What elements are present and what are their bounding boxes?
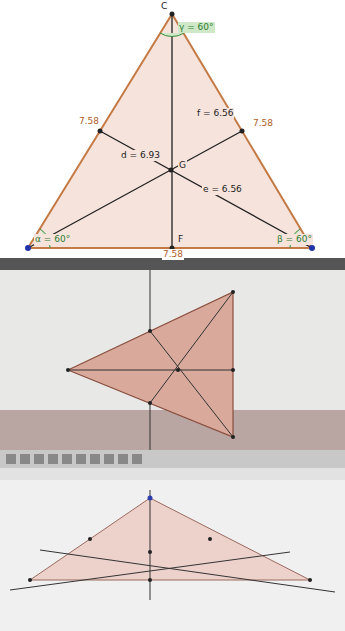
point-label: C	[160, 1, 168, 12]
length-label: e = 6.56	[202, 184, 243, 195]
length-label: f = 6.56	[196, 108, 234, 119]
angle-label: γ = 60°	[178, 22, 215, 33]
side-label: 7.58	[162, 249, 184, 260]
angle-label: β = 60°	[276, 234, 313, 245]
angle-label: α = 60°	[34, 234, 71, 245]
side-label: 7.58	[252, 118, 274, 129]
point-label: F	[177, 234, 184, 245]
point-label: G	[178, 160, 187, 171]
length-label: d = 6.93	[120, 150, 161, 161]
side-label: 7.58	[78, 116, 100, 127]
